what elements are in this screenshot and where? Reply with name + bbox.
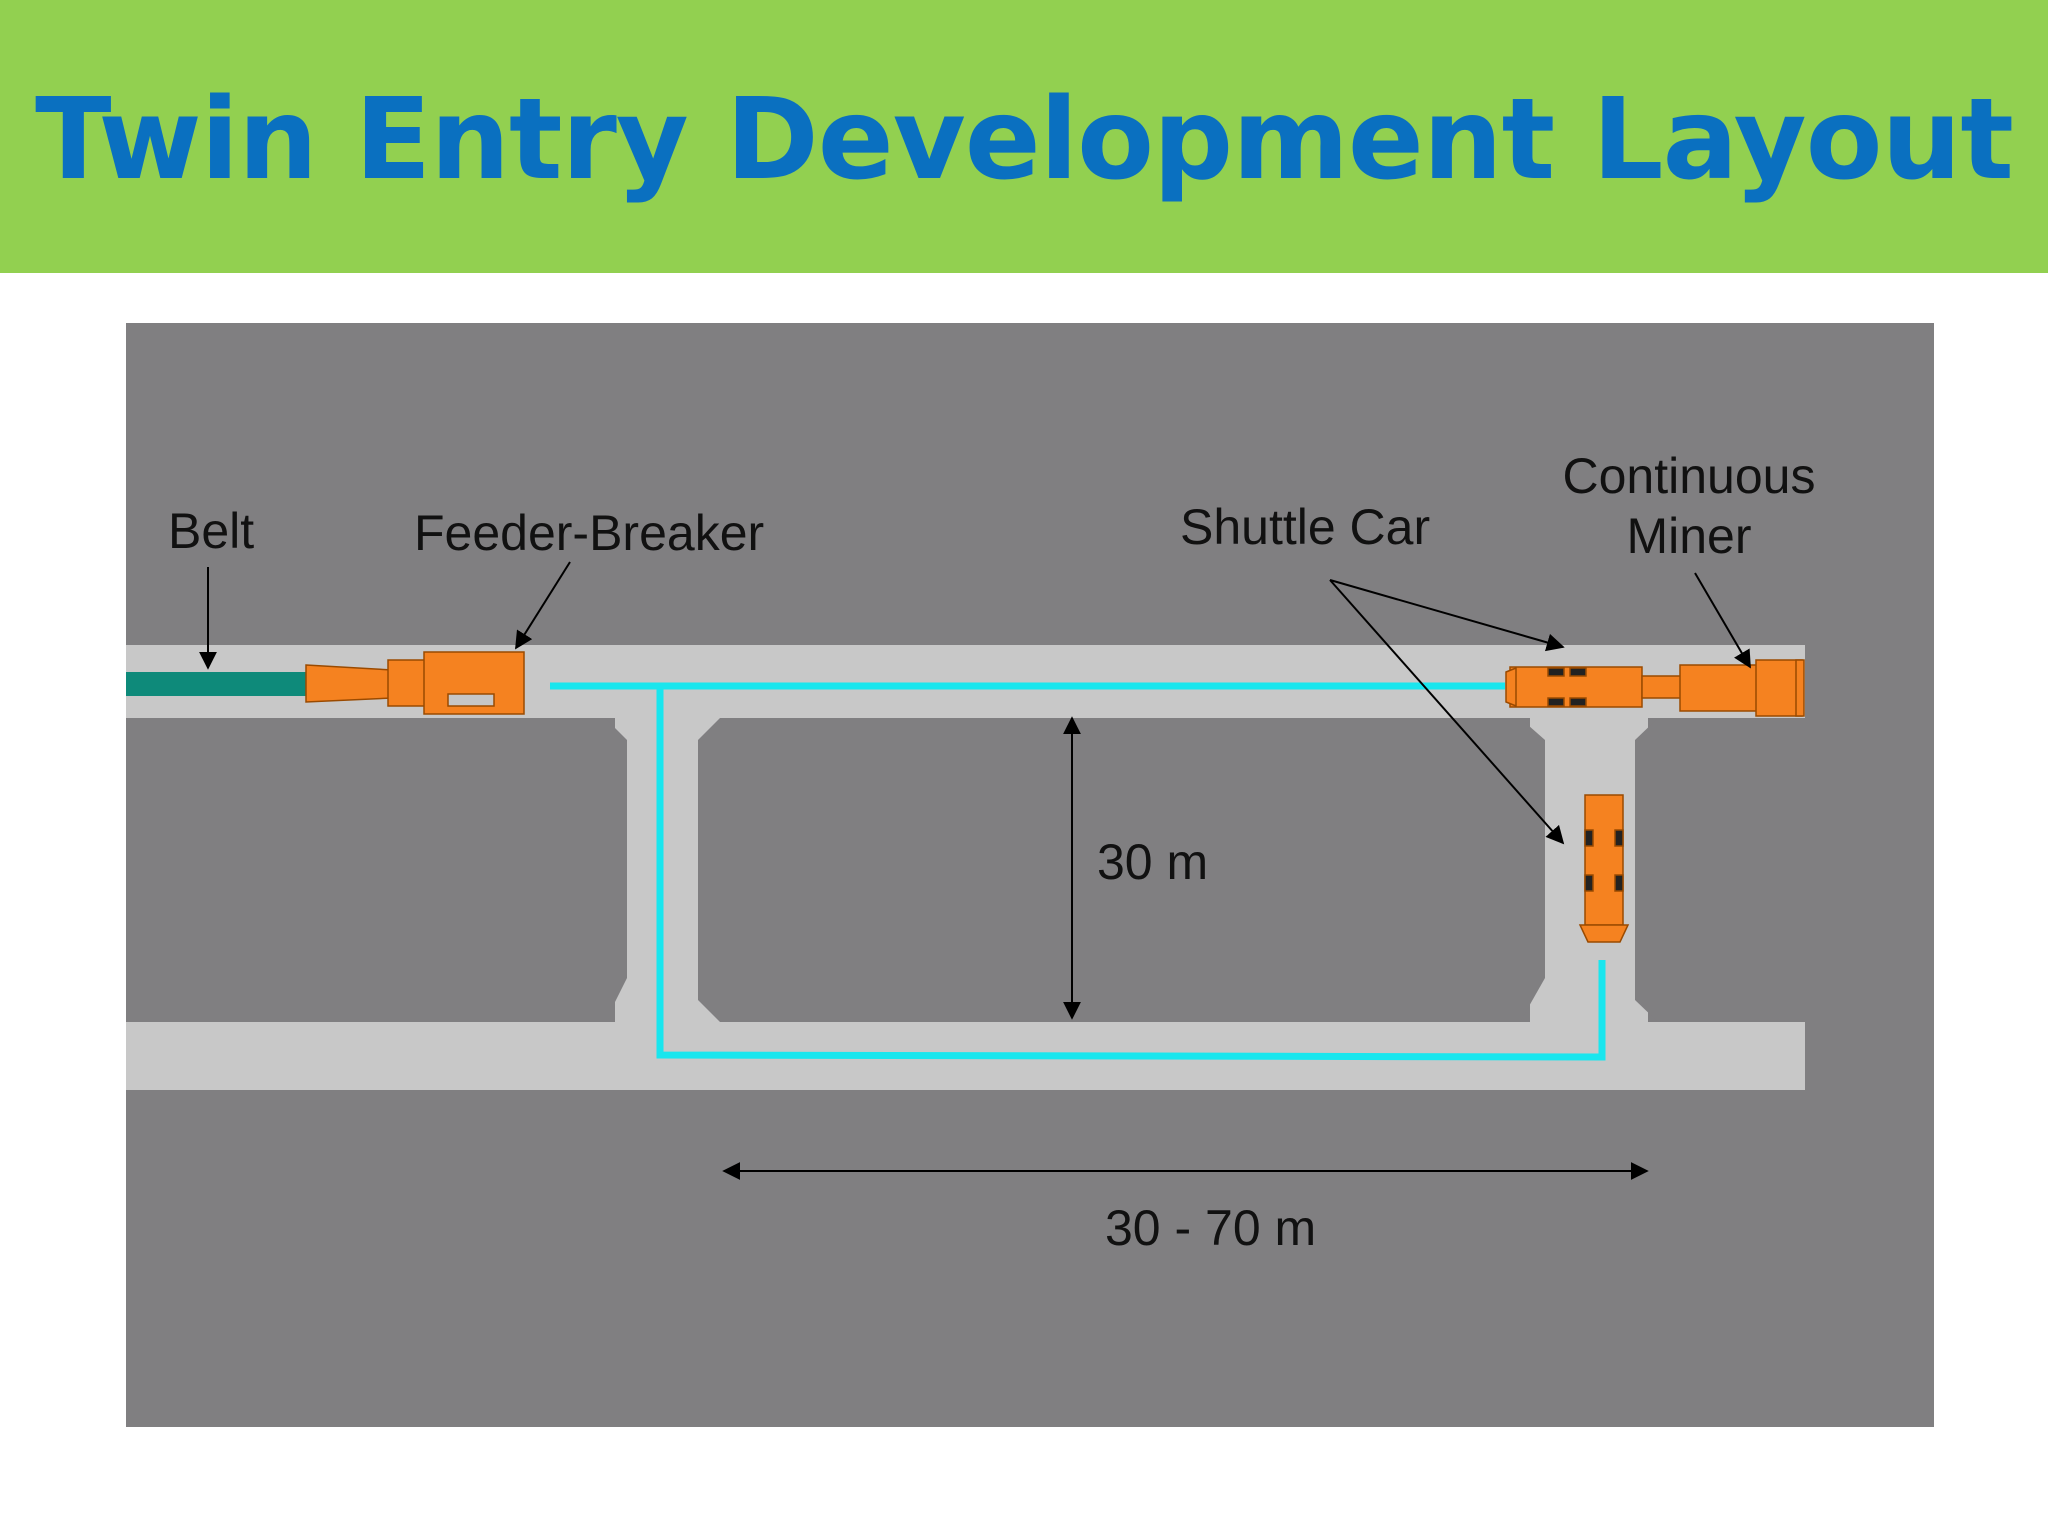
page-title: Twin Entry Development Layout	[35, 75, 2014, 205]
pillar-length-label: 30 - 70 m	[1105, 1200, 1316, 1256]
haul-route	[550, 682, 1606, 1061]
shuttle-car-vertical	[1578, 794, 1630, 943]
leader-arrows	[199, 561, 1751, 845]
pillar-width-label: 30 m	[1097, 834, 1208, 890]
pillar-left	[126, 718, 627, 1022]
continuous-miner-label-line2: Miner	[1626, 508, 1751, 564]
feeder-breaker-label: Feeder-Breaker	[414, 505, 764, 561]
continuous-miner-arrow	[1694, 572, 1751, 669]
belt-label: Belt	[168, 503, 254, 559]
continuous-miner-machine	[1679, 659, 1805, 717]
feeder-breaker-arrow	[515, 561, 571, 650]
feeder-breaker-machine	[305, 651, 525, 715]
shuttle-car-horizontal	[1505, 666, 1683, 708]
pillar-right	[1635, 718, 1805, 1022]
title-banner	[0, 0, 2048, 273]
shuttle-car-arrow-2	[1329, 579, 1565, 845]
shuttle-car-arrow-1	[1329, 579, 1565, 652]
shuttle-car-label: Shuttle Car	[1180, 499, 1430, 555]
pillar-middle	[698, 718, 1545, 1022]
pillars	[126, 718, 1805, 1022]
continuous-miner-label-line1: Continuous	[1563, 448, 1816, 504]
